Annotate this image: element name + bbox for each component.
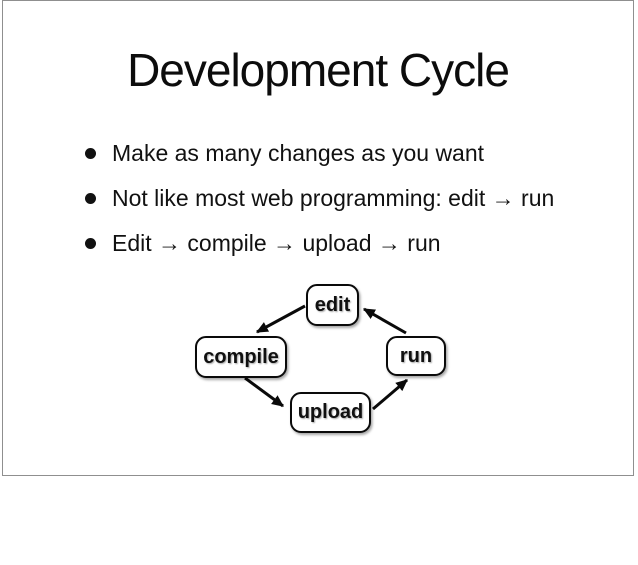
- slide: Development Cycle Make as many changes a…: [2, 0, 634, 476]
- node-edit-label: edit: [314, 293, 351, 316]
- bullet-item: Edit → compile → upload → run: [85, 231, 605, 255]
- node-compile-label: compile: [203, 345, 279, 368]
- node-upload: upload: [290, 392, 371, 433]
- cycle-diagram: edit compile run upload: [183, 271, 463, 446]
- bullet-item: Make as many changes as you want: [85, 141, 605, 165]
- bullet-dot-icon: [85, 148, 96, 159]
- slide-title: Development Cycle: [127, 44, 510, 96]
- bullet-text: Edit → compile → upload → run: [112, 230, 441, 256]
- bullet-text: Make as many changes as you want: [112, 140, 485, 166]
- arrow-edit-to-compile: [255, 304, 306, 334]
- node-upload-label: upload: [297, 401, 364, 423]
- node-compile: compile: [195, 336, 287, 378]
- arrow-upload-to-run: [372, 378, 408, 411]
- bullet-item: Not like most web programming: edit → ru…: [85, 186, 605, 210]
- node-run-label: run: [399, 344, 433, 367]
- node-run: run: [386, 336, 446, 376]
- node-edit: edit: [306, 284, 359, 326]
- cycle-arrows: [244, 304, 408, 411]
- bullet-dot-icon: [85, 238, 96, 249]
- arrow-run-to-edit: [362, 307, 407, 335]
- bullet-list: Make as many changes as you want Not lik…: [85, 141, 605, 276]
- bullet-text: Not like most web programming: edit → ru…: [112, 185, 555, 211]
- arrow-compile-to-upload: [244, 376, 284, 408]
- bullet-dot-icon: [85, 193, 96, 204]
